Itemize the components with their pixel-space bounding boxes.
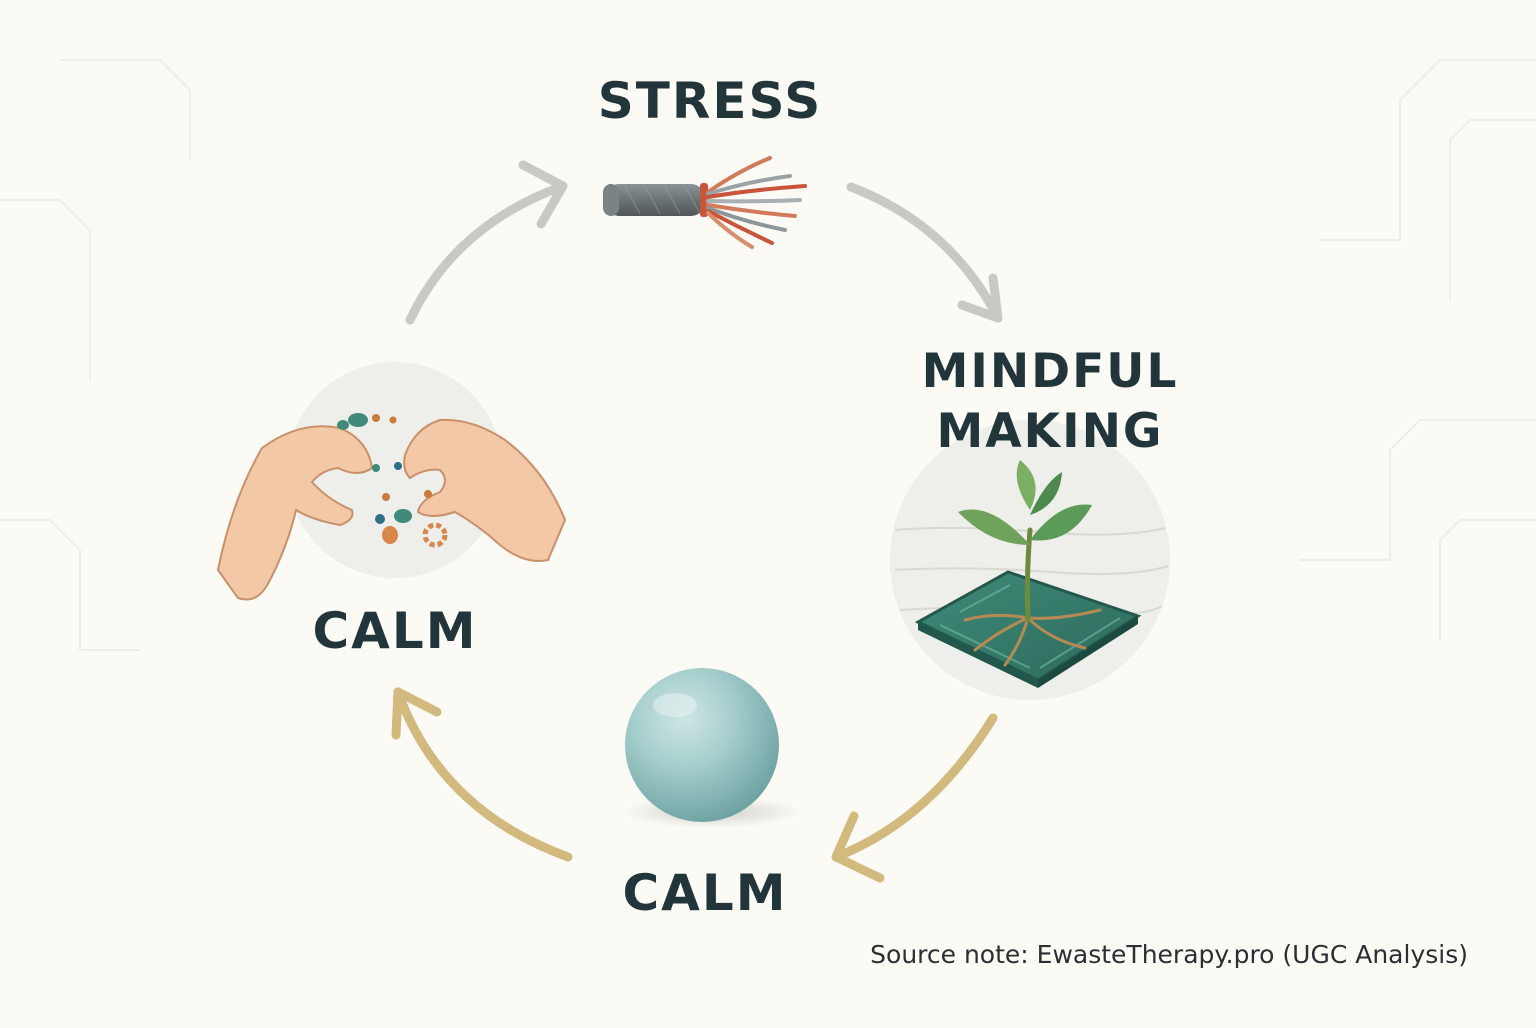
sprouting-chip-icon <box>890 420 1170 700</box>
arrow-calm-to-calm <box>391 687 573 862</box>
arrow-mindful-to-calm <box>831 713 998 883</box>
calm-bottom-label: CALM <box>622 864 788 922</box>
arrow-stress-to-mindful <box>846 182 1003 323</box>
arrow-calm-to-stress <box>405 160 568 325</box>
mindful-label-line2: MAKING <box>936 404 1164 459</box>
source-note: Source note: EwasteTherapy.pro (UGC Anal… <box>870 940 1468 969</box>
mindful-making-label: MINDFUL MAKING <box>880 342 1220 462</box>
stress-ball-icon <box>622 668 802 828</box>
circuit-background <box>0 59 1536 651</box>
mindful-label-line1: MINDFUL <box>921 344 1179 399</box>
stress-label: STRESS <box>597 72 823 130</box>
frayed-cable-icon <box>603 156 807 249</box>
calm-left-label: CALM <box>312 602 478 660</box>
hands-crafting-icon <box>216 362 567 601</box>
